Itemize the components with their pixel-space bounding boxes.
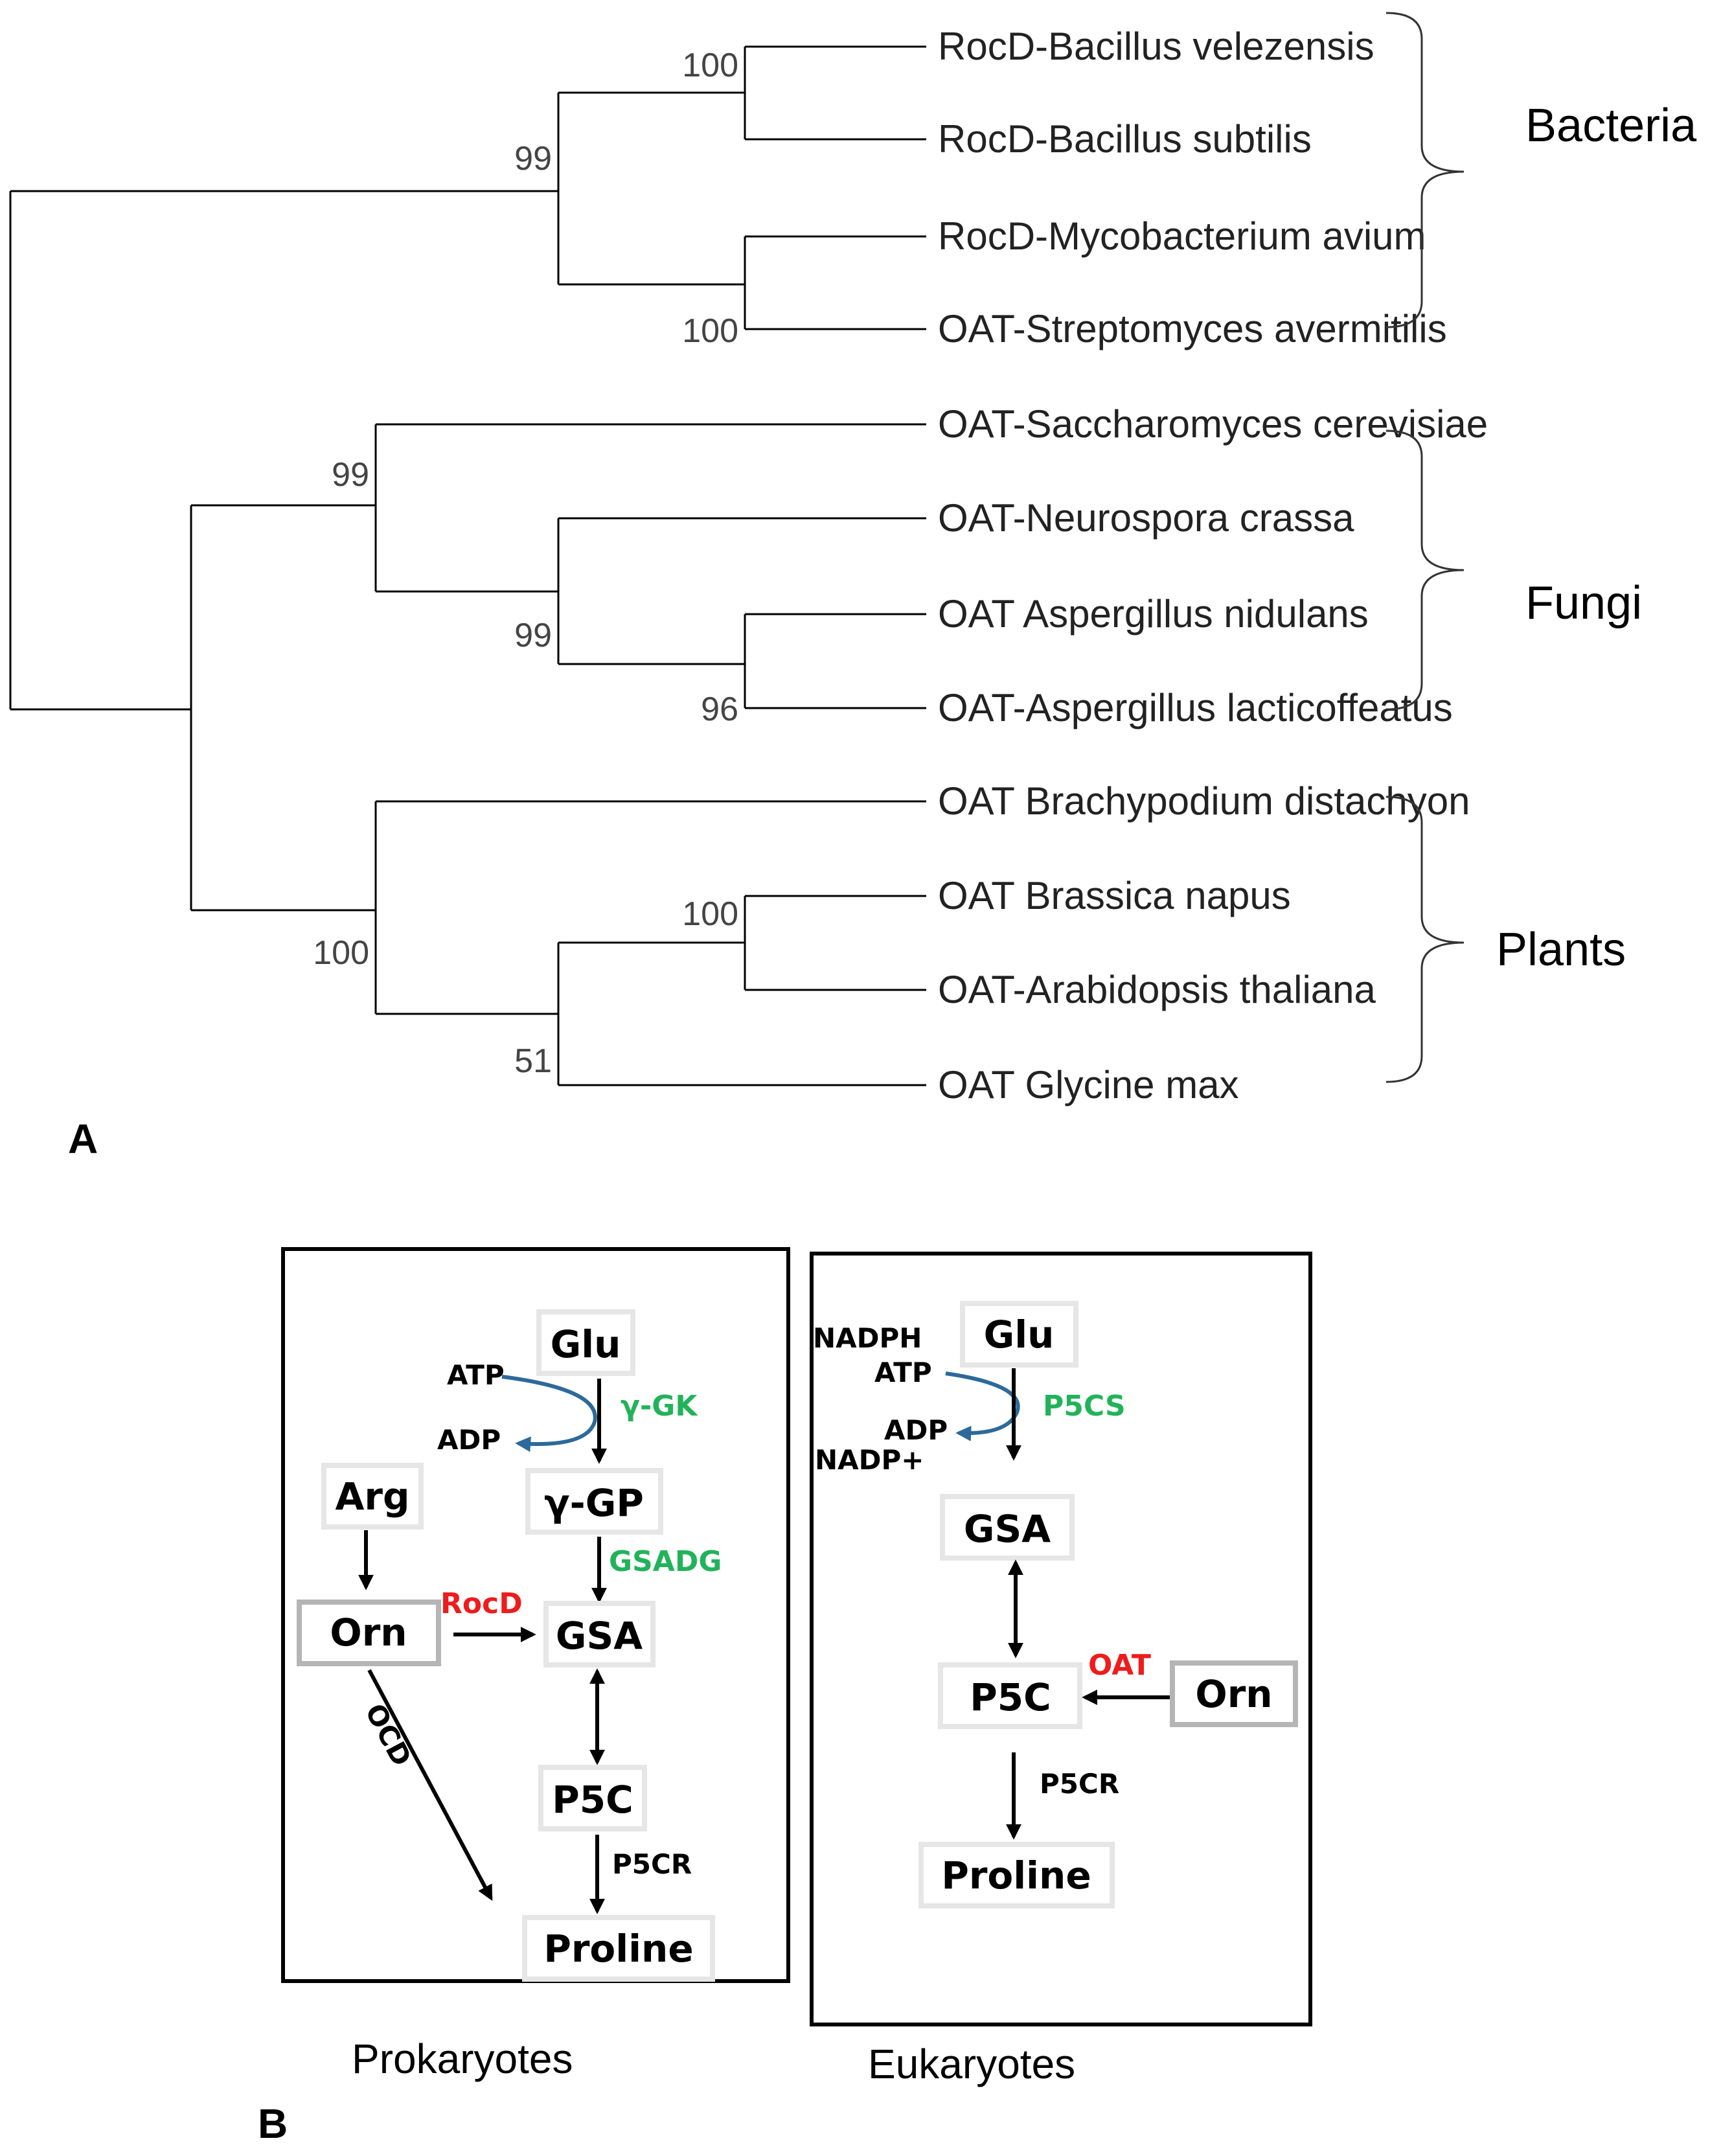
cofactor-adp: ADP xyxy=(437,1424,501,1456)
enzyme-p5cr: P5CR xyxy=(1040,1768,1119,1800)
metabolite-box xyxy=(543,1601,656,1668)
phylogenetic-tree xyxy=(9,45,926,1086)
taxon-label: OAT-Arabidopsis thaliana xyxy=(938,968,1376,1011)
metabolite-orn: Orn xyxy=(1195,1672,1272,1716)
taxon-label: RocD-Mycobacterium avium xyxy=(938,214,1426,258)
taxon-label: OAT Glycine max xyxy=(938,1063,1239,1107)
eukaryotes-frame xyxy=(810,1252,1312,2026)
fungi-brace xyxy=(1385,430,1465,711)
enzyme-gsadg: GSADG xyxy=(609,1545,722,1578)
taxon-label: OAT-Streptomyces avermitilis xyxy=(938,307,1447,350)
metabolite-gsa: GSA xyxy=(556,1614,643,1658)
metabolite-box xyxy=(536,1309,635,1376)
metabolite-gamma-gp: γ-GP xyxy=(544,1481,644,1525)
taxon-label: OAT-Neurospora crassa xyxy=(938,496,1354,540)
cofactor-atp: ATP xyxy=(447,1359,505,1391)
taxon-label: OAT Brachypodium distachyon xyxy=(938,779,1470,823)
taxon-labels: RocD-Bacillus velezensis RocD-Bacillus s… xyxy=(938,25,1488,1107)
bootstrap-values: 100 99 100 99 99 96 100 100 51 xyxy=(313,47,738,1080)
cofactor-nadp-plus: NADP+ xyxy=(815,1444,924,1476)
metabolite-arg: Arg xyxy=(335,1474,409,1519)
bootstrap-value: 100 xyxy=(682,895,738,933)
taxon-label: OAT-Saccharomyces cerevisiae xyxy=(938,402,1488,446)
bootstrap-value: 96 xyxy=(701,691,738,728)
metabolite-p5c: P5C xyxy=(552,1778,633,1822)
metabolite-box xyxy=(538,1765,647,1831)
metabolite-box xyxy=(1170,1660,1298,1727)
enzyme-p5cr: P5CR xyxy=(612,1848,692,1880)
taxon-label: OAT-Aspergillus lacticoffeatus xyxy=(938,686,1453,729)
metabolite-proline: Proline xyxy=(941,1853,1091,1898)
cofactor-adp: ADP xyxy=(884,1414,948,1446)
metabolite-box xyxy=(960,1301,1078,1368)
metabolite-glu: Glu xyxy=(984,1313,1054,1357)
eukaryotes-pathway: Glu NADPH ATP ADP NADP+ P5CS GSA P5C OAT… xyxy=(810,1252,1312,2087)
cofactor-nadph: NADPH xyxy=(813,1322,922,1354)
bootstrap-value: 99 xyxy=(332,456,369,494)
enzyme-rocd: RocD xyxy=(440,1587,523,1620)
enzyme-oat: OAT xyxy=(1088,1649,1151,1682)
cofactor-atp: ATP xyxy=(874,1357,932,1388)
bacteria-brace xyxy=(1385,12,1465,328)
metabolite-box xyxy=(938,1662,1082,1729)
atp-adp-curve xyxy=(945,1371,1020,1441)
metabolite-box xyxy=(525,1468,663,1535)
caption-prokaryotes: Prokaryotes xyxy=(352,2036,573,2082)
atp-adp-curve xyxy=(501,1375,597,1452)
enzyme-gamma-gk: γ-GK xyxy=(621,1390,698,1423)
taxon-label: RocD-Bacillus subtilis xyxy=(938,117,1312,161)
bootstrap-value: 99 xyxy=(514,140,552,178)
taxon-label: OAT Aspergillus nidulans xyxy=(938,592,1369,636)
taxon-label: OAT Brassica napus xyxy=(938,874,1291,917)
enzyme-ocd: OCD xyxy=(359,1699,418,1772)
bootstrap-value: 99 xyxy=(514,617,552,654)
caption-eukaryotes: Eukaryotes xyxy=(868,2041,1075,2087)
enzyme-p5cs: P5CS xyxy=(1043,1390,1126,1423)
metabolite-box xyxy=(321,1463,424,1530)
arrow-orn-proline xyxy=(367,1669,493,1901)
metabolite-orn: Orn xyxy=(330,1611,407,1655)
bootstrap-value: 100 xyxy=(313,934,369,972)
group-braces: Bacteria Fungi Plants xyxy=(1385,12,1697,1083)
metabolite-gsa: GSA xyxy=(964,1507,1051,1551)
metabolite-p5c: P5C xyxy=(970,1675,1051,1719)
bootstrap-value: 100 xyxy=(682,47,738,84)
bootstrap-value: 100 xyxy=(682,312,738,350)
metabolite-box xyxy=(522,1915,715,1982)
taxon-label: RocD-Bacillus velezensis xyxy=(938,25,1374,68)
metabolite-box xyxy=(918,1842,1115,1909)
plants-brace xyxy=(1385,796,1465,1083)
metabolite-proline: Proline xyxy=(543,1927,693,1971)
metabolite-box xyxy=(297,1600,441,1666)
metabolite-box xyxy=(940,1494,1075,1561)
panel-label-b: B xyxy=(258,2100,288,2147)
metabolite-glu: Glu xyxy=(551,1322,621,1366)
bootstrap-value: 51 xyxy=(514,1042,552,1080)
group-label-bacteria: Bacteria xyxy=(1525,100,1697,152)
group-label-plants: Plants xyxy=(1496,924,1626,976)
group-label-fungi: Fungi xyxy=(1525,577,1642,629)
panel-label-a: A xyxy=(68,1116,98,1162)
prokaryotes-pathway: Glu ATP ADP γ-GK γ-GP Arg GSADG Orn RocD… xyxy=(281,1247,790,2082)
